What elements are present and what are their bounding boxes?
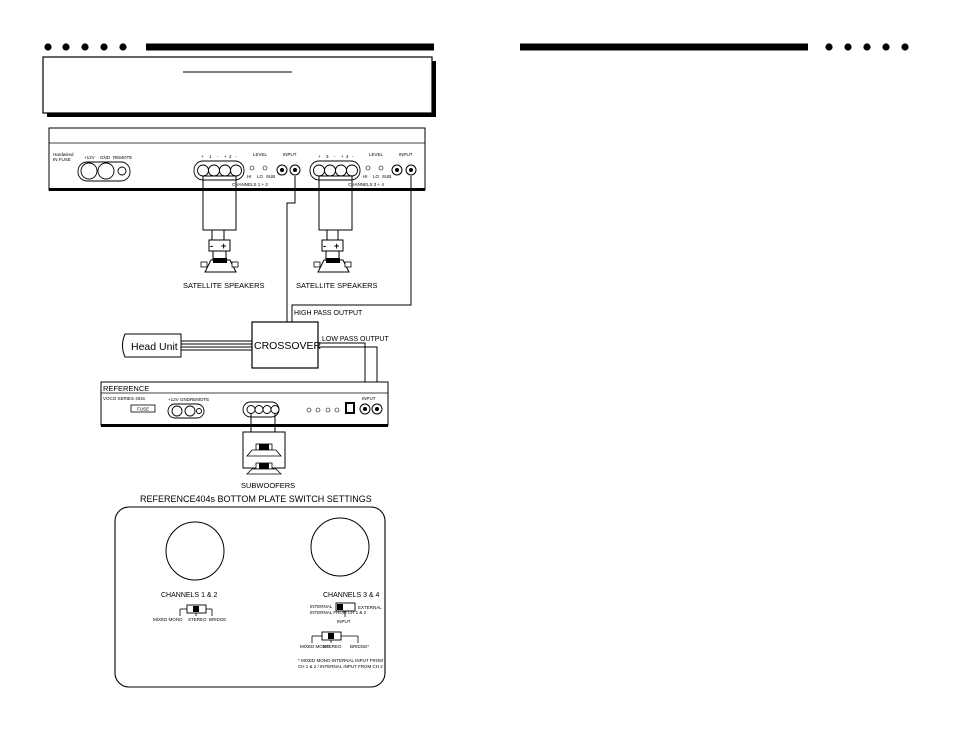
header-left (44, 43, 434, 51)
satellite-speaker-right: - + SATELLITE SPEAKERS (296, 239, 378, 290)
terminal-label: + (341, 154, 344, 159)
ch12-switch-group: CHANNELS 1 & 2 MIXED MONO STEREO BRIDGE (153, 592, 226, 622)
xover-label: HI (363, 174, 368, 179)
bottom-plate (114, 506, 386, 688)
footnote-line: CH 1 & 2 / INTERNAL INPUT FROM CH 2 (298, 664, 383, 669)
title-box (42, 56, 436, 117)
xover-label: LO (373, 174, 380, 179)
power-label: GND (180, 397, 191, 402)
terminal-label: - (352, 154, 354, 159)
bullet-dot (901, 43, 909, 51)
plate-hole-right (310, 517, 370, 577)
header-right (520, 43, 909, 51)
fuse-label: FUSE (137, 407, 149, 412)
polarity-minus: - (210, 241, 213, 251)
plate-hole-left (165, 521, 225, 581)
fuse-label-line1: Hardwired (53, 152, 74, 157)
subwoofers-label: SUBWOOFERS (241, 481, 295, 490)
power-label: GND (100, 155, 111, 160)
switch-option: BRIDGE (209, 617, 226, 622)
crossover-label: CROSSOVER (254, 340, 322, 352)
xover-label: SUB (266, 174, 275, 179)
bullet-dot (863, 43, 871, 51)
bullet-dot (62, 43, 70, 51)
satellite-speakers-label: SATELLITE SPEAKERS (296, 281, 378, 290)
brand-label: REFERENCE (103, 384, 149, 393)
head-unit-label: Head Unit (131, 341, 178, 353)
bullet-dot (882, 43, 890, 51)
terminal-label: - (235, 154, 237, 159)
fuse-label-line2: IN FUSE (53, 157, 71, 162)
terminal-label: 2 (229, 154, 232, 159)
switch-option: MIXED MONO (300, 644, 330, 649)
input-label: INPUT (337, 619, 351, 624)
bullet-dot (81, 43, 89, 51)
terminal-label: + (318, 154, 321, 159)
terminal-label: - (217, 154, 219, 159)
xover-label: SUB (382, 174, 391, 179)
header-bar (146, 43, 434, 51)
ch34-switch-group: CHANNELS 3 & 4 INTERNAL INTERNAL FROM CH… (298, 592, 383, 669)
terminal-label: 1 (209, 154, 212, 159)
switch-settings-title: REFERENCE404s BOTTOM PLATE SWITCH SETTIN… (140, 494, 372, 504)
ch12-title: CHANNELS 1 & 2 (161, 592, 218, 599)
polarity-minus: - (323, 241, 326, 251)
terminal-label: - (334, 154, 336, 159)
switch-option: STEREO (188, 617, 207, 622)
level-label: LEVEL (369, 152, 384, 157)
channels-12-panel: + 1 - + 2 - LEVEL HI LO SUB INPUT CHANNE… (193, 152, 301, 187)
polarity-plus: + (334, 241, 339, 251)
switch-option: BRIDGE* (350, 644, 369, 649)
head-unit: Head Unit (122, 333, 182, 358)
model-label: VOCO SERIES 404s (103, 396, 146, 401)
high-pass-output-label: HIGH PASS OUTPUT (294, 310, 363, 317)
input-label: INPUT (283, 152, 297, 157)
input-option-internal-from: INTERNAL FROM CH 1 & 2 (310, 610, 367, 615)
footnote-line: * MIXED MONO INTERNAL INPUT FROM (298, 658, 383, 663)
power-label: +12V (84, 155, 95, 160)
subwoofers: SUBWOOFERS (241, 414, 295, 490)
xover-label: LO (257, 174, 264, 179)
channels-34-panel: + 3 - + 4 - LEVEL HI LO SUB INPUT CHANNE… (309, 152, 417, 187)
terminal-label: 3 (326, 154, 329, 159)
level-label: LEVEL (253, 152, 268, 157)
bottom-amplifier: REFERENCE VOCO SERIES 404s FUSE +12V GND… (100, 381, 389, 427)
switch-option: MIXED MONO (153, 617, 183, 622)
polarity-plus: + (221, 241, 226, 251)
low-pass-output-label: LOW PASS OUTPUT (322, 336, 389, 343)
bullet-dot (844, 43, 852, 51)
crossover-box: CROSSOVER (251, 321, 322, 369)
ch34-input-switch[interactable] (335, 602, 356, 612)
speaker-wires (202, 175, 353, 240)
terminal-label: 4 (346, 154, 349, 159)
satellite-speaker-left: - + SATELLITE SPEAKERS (183, 239, 265, 290)
input-label: INPUT (362, 396, 376, 401)
rca-wires (181, 176, 412, 398)
switch-option: STEREO (323, 644, 342, 649)
xover-label: HI (247, 174, 252, 179)
ch34-title: CHANNELS 3 & 4 (323, 592, 380, 599)
input-option-internal: INTERNAL (310, 604, 333, 609)
top-amplifier: Hardwired IN FUSE +12V GND REMOTE + 1 - … (48, 127, 426, 191)
terminal-label: + (201, 154, 204, 159)
input-option-external: EXTERNAL (358, 605, 382, 610)
bullet-dot (44, 43, 52, 51)
channel-footer: CHANNELS 3 + 4 (348, 182, 384, 187)
bullet-dot (825, 43, 833, 51)
power-label: REMOTE (113, 155, 132, 160)
satellite-speakers-label: SATELLITE SPEAKERS (183, 281, 265, 290)
terminal-label: + (224, 154, 227, 159)
header-bar (520, 43, 808, 51)
bullet-dot (100, 43, 108, 51)
input-label: INPUT (399, 152, 413, 157)
power-label: REMOTE (190, 397, 209, 402)
power-label: +12V (168, 397, 179, 402)
channel-footer: CHANNELS 1 + 2 (232, 182, 268, 187)
bullet-dot (119, 43, 127, 51)
